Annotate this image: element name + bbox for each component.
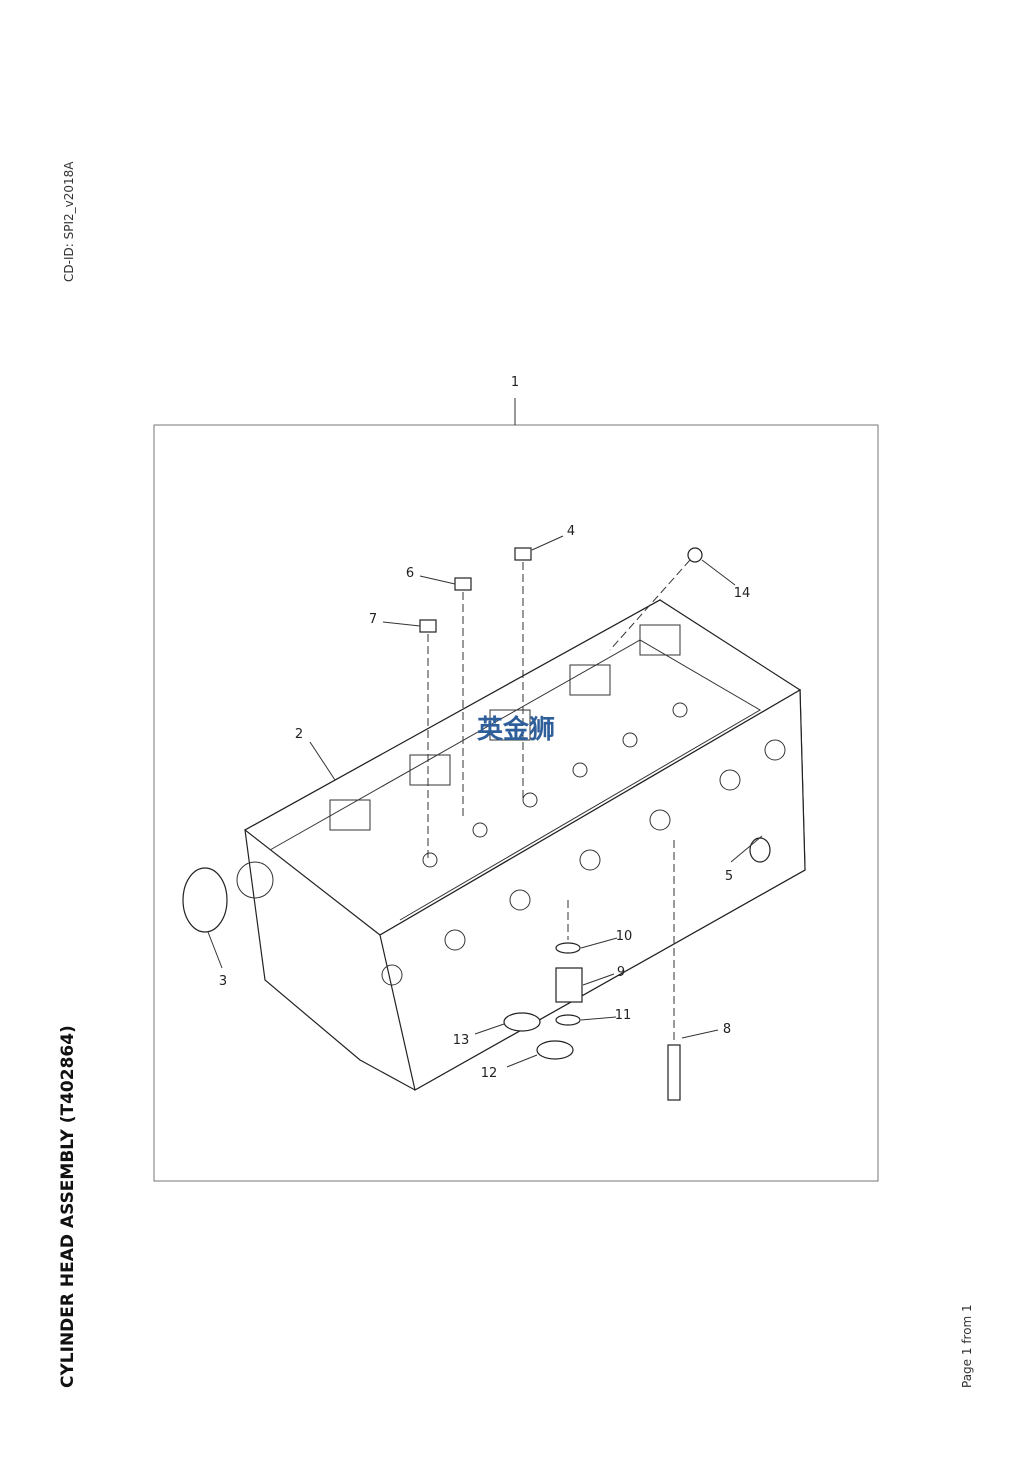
part-6-plug: [454, 577, 472, 591]
callout-8: 8: [723, 1022, 731, 1037]
callout-1: 1: [511, 375, 519, 390]
callout-14: 14: [734, 586, 751, 601]
part-4-plug: [514, 547, 532, 561]
callout-9: 9: [617, 965, 625, 980]
part-5-plug: [749, 837, 771, 863]
part-14-plug: [687, 547, 703, 563]
callout-4: 4: [567, 524, 575, 539]
part-13-ring: [503, 1012, 541, 1032]
part-12-ring: [536, 1040, 574, 1060]
callout-3: 3: [219, 974, 227, 989]
callout-10: 10: [616, 929, 633, 944]
part-3-seal: [182, 867, 228, 933]
callout-5: 5: [725, 869, 733, 884]
callout-11: 11: [615, 1008, 632, 1023]
callout-6: 6: [406, 566, 414, 581]
part-10-ring: [555, 942, 581, 954]
svg-text:英金狮: 英金狮: [477, 714, 555, 745]
cylinder-head-illustration: [182, 547, 806, 1101]
diagram-frame: [153, 424, 879, 1182]
callout-12: 12: [481, 1066, 498, 1081]
watermark: 英金狮: [477, 714, 555, 745]
callout-13: 13: [453, 1033, 470, 1048]
part-11-ring: [555, 1014, 581, 1026]
part-9-sleeve: [555, 967, 583, 1003]
callout-7: 7: [369, 612, 377, 627]
part-8-guide: [667, 1044, 681, 1101]
part-7-plug: [419, 619, 437, 633]
callout-labels: 1 2 3 4 5 6 7 8 9 10 11 12 13 14: [219, 375, 750, 1081]
callout-2: 2: [295, 727, 303, 742]
leader-lines: [207, 535, 763, 1068]
